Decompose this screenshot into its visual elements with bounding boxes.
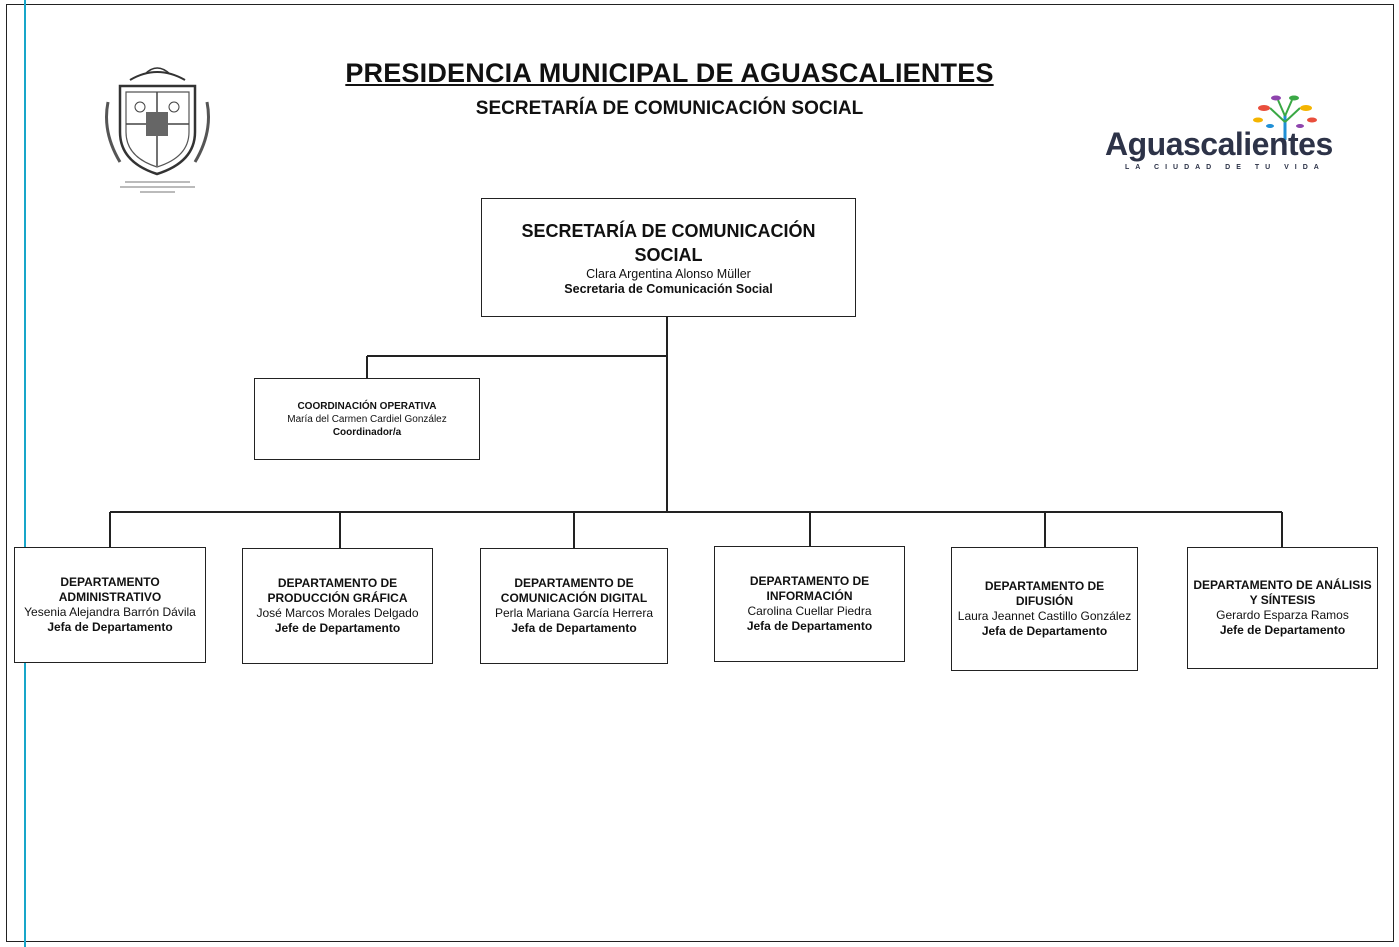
- org-box-department: DEPARTAMENTO DE INFORMACIÓN Carolina Cue…: [714, 546, 905, 662]
- org-box-coordinacion: COORDINACIÓN OPERATIVA María del Carmen …: [254, 378, 480, 460]
- org-person-name: Gerardo Esparza Ramos: [1216, 608, 1349, 622]
- org-role: Jefa de Departamento: [47, 620, 173, 634]
- org-unit-name: SECRETARÍA DE COMUNICACIÓN SOCIAL: [521, 220, 816, 265]
- tree-logo-icon: [1253, 95, 1317, 140]
- org-unit-name: COORDINACIÓN OPERATIVA: [297, 400, 437, 412]
- org-role: Jefa de Departamento: [746, 619, 873, 633]
- org-person-name: Carolina Cuellar Piedra: [747, 604, 872, 618]
- org-unit-name: DEPARTAMENTO DE COMUNICACIÓN DIGITAL: [500, 576, 648, 605]
- org-person-name: Yesenia Alejandra Barrón Dávila: [24, 605, 196, 619]
- page-title: PRESIDENCIA MUNICIPAL DE AGUASCALIENTES: [345, 58, 994, 88]
- aguascalientes-logo: Aguascalientes LA CIUDAD DE TU VIDA: [1095, 95, 1335, 188]
- org-box-department: DEPARTAMENTO DE DIFUSIÓN Laura Jeannet C…: [951, 547, 1138, 671]
- org-person-name: Clara Argentina Alonso Müller: [586, 266, 751, 281]
- org-unit-name: DEPARTAMENTO ADMINISTRATIVO: [58, 575, 162, 604]
- brand-wordmark: Aguascalientes: [1105, 126, 1333, 162]
- org-role: Jefe de Departamento: [1219, 623, 1346, 637]
- page-subtitle: SECRETARÍA DE COMUNICACIÓN SOCIAL: [475, 98, 864, 119]
- org-box-secretaria: SECRETARÍA DE COMUNICACIÓN SOCIAL Clara …: [481, 198, 856, 317]
- org-person-name: Laura Jeannet Castillo González: [957, 609, 1132, 623]
- org-role: Jefe de Departamento: [274, 621, 401, 635]
- org-box-department: DEPARTAMENTO DE COMUNICACIÓN DIGITAL Per…: [480, 548, 668, 664]
- org-box-department: DEPARTAMENTO DE ANÁLISIS Y SÍNTESIS Gera…: [1187, 547, 1378, 669]
- org-unit-name: DEPARTAMENTO DE PRODUCCIÓN GRÁFICA: [267, 576, 408, 605]
- org-role: Jefa de Departamento: [511, 621, 637, 635]
- org-role: Coordinador/a: [332, 426, 402, 438]
- org-person-name: Perla Mariana García Herrera: [494, 606, 654, 620]
- org-person-name: María del Carmen Cardiel González: [287, 413, 447, 425]
- org-unit-name: DEPARTAMENTO DE ANÁLISIS Y SÍNTESIS: [1193, 578, 1372, 607]
- org-box-department: DEPARTAMENTO ADMINISTRATIVO Yesenia Alej…: [14, 547, 206, 663]
- municipal-seal-icon: [105, 67, 210, 193]
- margin-rule: [24, 0, 26, 947]
- org-unit-name: DEPARTAMENTO DE INFORMACIÓN: [749, 574, 870, 603]
- org-unit-name: DEPARTAMENTO DE DIFUSIÓN: [984, 579, 1105, 608]
- org-role: Jefa de Departamento: [981, 624, 1108, 638]
- org-person-name: José Marcos Morales Delgado: [256, 606, 419, 620]
- brand-tagline: LA CIUDAD DE TU VIDA: [1125, 164, 1325, 171]
- org-role: Secretaria de Comunicación Social: [564, 281, 773, 296]
- org-box-department: DEPARTAMENTO DE PRODUCCIÓN GRÁFICA José …: [242, 548, 433, 664]
- page-frame: [6, 4, 1394, 942]
